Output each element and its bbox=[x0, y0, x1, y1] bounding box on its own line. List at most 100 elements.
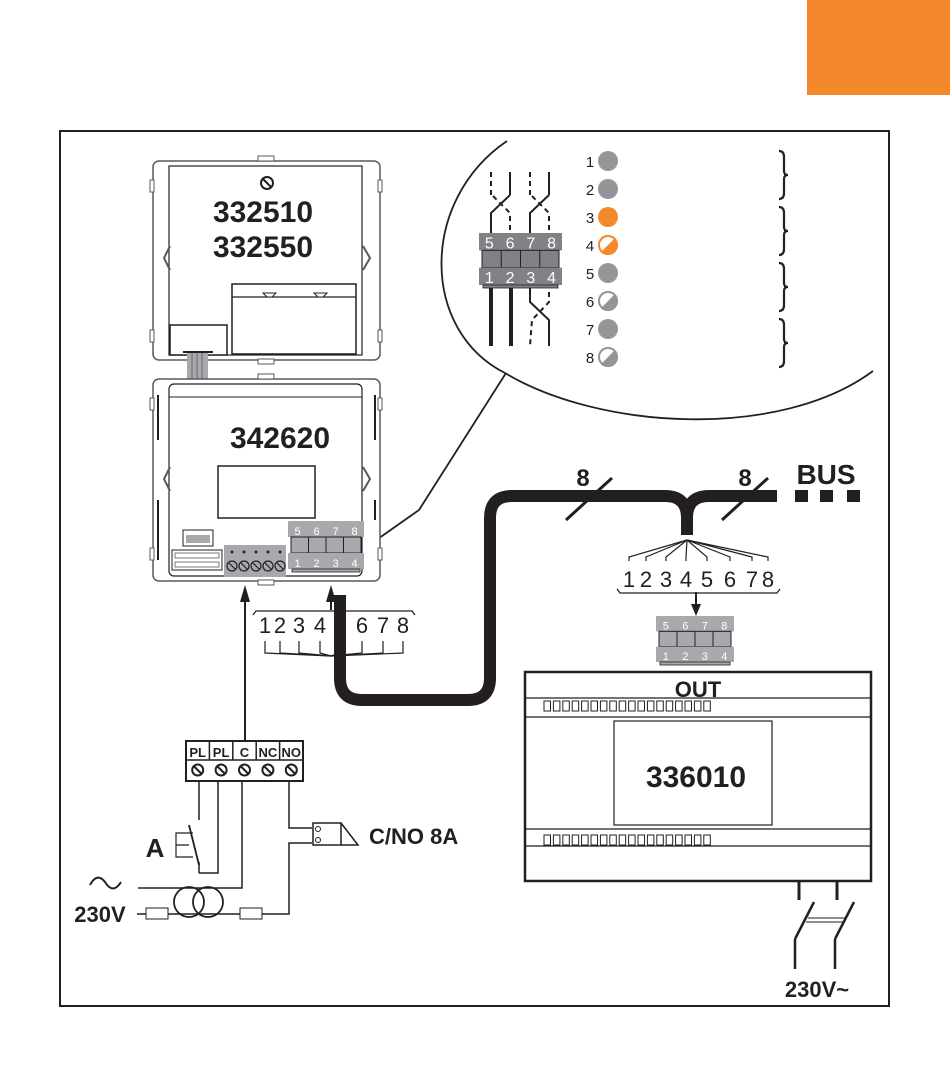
arrow-up-icon bbox=[326, 585, 336, 602]
detail-connector-block: 51627384 bbox=[479, 233, 562, 288]
vent-slot bbox=[610, 835, 617, 845]
vent-slot bbox=[619, 835, 626, 845]
vent-slot bbox=[638, 701, 645, 711]
out-label: OUT bbox=[675, 677, 722, 702]
vent-slot bbox=[647, 835, 654, 845]
vent-slot bbox=[600, 701, 607, 711]
fanout-number-6: 6 bbox=[356, 613, 368, 638]
bus-cable: 8 8 BUS bbox=[340, 459, 860, 700]
fanout-number-3: 3 bbox=[660, 567, 672, 592]
fanout-number-4: 4 bbox=[680, 567, 692, 592]
wire-color-swatch-grey-striped bbox=[598, 347, 618, 367]
fanout-number-8: 8 bbox=[762, 567, 774, 592]
connector-pin-1: 1 bbox=[485, 270, 494, 287]
module-code-336010: 336010 bbox=[646, 761, 746, 794]
fanout-number-2: 2 bbox=[640, 567, 652, 592]
connector-pin-1: 1 bbox=[294, 558, 300, 570]
vent-slot bbox=[572, 835, 579, 845]
terminal-label-pl: PL bbox=[213, 745, 230, 760]
vent-slot bbox=[647, 701, 654, 711]
external-wiring: A C/NO 8A 230V bbox=[74, 781, 458, 927]
fanout-wire bbox=[686, 540, 687, 561]
connector-pin-2: 2 bbox=[682, 651, 688, 663]
vent-slot bbox=[694, 701, 701, 711]
terminal-label-c: C bbox=[240, 745, 250, 760]
terminal-label-nc: NC bbox=[259, 745, 278, 760]
vent-slot bbox=[704, 701, 711, 711]
fanout-number-1: 1 bbox=[259, 613, 271, 638]
connector-pin-8: 8 bbox=[547, 235, 556, 252]
vent-slot bbox=[685, 701, 692, 711]
vent-slot bbox=[676, 835, 683, 845]
fanout-number-7: 7 bbox=[746, 567, 758, 592]
connector-pin-8: 8 bbox=[721, 620, 727, 632]
legend-number: 4 bbox=[586, 238, 594, 255]
fanout-number-5: 5 bbox=[701, 567, 713, 592]
bus-continuation-dash bbox=[847, 490, 860, 502]
terminal-dot bbox=[279, 551, 282, 554]
fanout-number-2: 2 bbox=[274, 613, 286, 638]
fanout-wire bbox=[687, 540, 752, 561]
vent-slot bbox=[600, 835, 607, 845]
fanout-number-4: 4 bbox=[314, 613, 326, 638]
connector-pin-6: 6 bbox=[682, 620, 688, 632]
vent-slot bbox=[544, 701, 551, 711]
connector-pin-4: 4 bbox=[351, 558, 357, 570]
relay-label: C/NO 8A bbox=[369, 824, 458, 849]
wire-color-swatch-grey bbox=[598, 151, 618, 171]
connector-pin-3: 3 bbox=[332, 558, 338, 570]
wire-color-swatch-grey-striped bbox=[598, 291, 618, 311]
vent-slot bbox=[638, 835, 645, 845]
vent-slot bbox=[572, 701, 579, 711]
connector-pin-2: 2 bbox=[506, 270, 515, 287]
wire-color-swatch-grey bbox=[598, 319, 618, 339]
transformer-icon bbox=[174, 887, 204, 917]
fanout-wire bbox=[320, 641, 331, 656]
vent-slot bbox=[582, 835, 589, 845]
terminal-dot bbox=[231, 551, 234, 554]
psu-mains-label: 230V~ bbox=[785, 977, 849, 1002]
connector-pin-7: 7 bbox=[702, 620, 708, 632]
fanout-number-7: 7 bbox=[377, 613, 389, 638]
vent-slot bbox=[619, 701, 626, 711]
wire-color-swatch-grey bbox=[598, 263, 618, 283]
fuse-icon bbox=[146, 908, 168, 919]
bus-continuation-dash bbox=[820, 490, 833, 502]
wire-count-left: 8 bbox=[576, 465, 589, 492]
vent-slot bbox=[610, 701, 617, 711]
terminal-dot bbox=[267, 551, 270, 554]
connector-pin-1: 1 bbox=[663, 651, 669, 663]
legend-number: 8 bbox=[586, 350, 594, 367]
connector-base bbox=[660, 662, 730, 665]
vent-slot bbox=[553, 701, 560, 711]
bus-label: BUS bbox=[796, 459, 855, 490]
wire-count-right: 8 bbox=[738, 465, 751, 492]
vent-slot bbox=[582, 701, 589, 711]
connector-pin-3: 3 bbox=[526, 270, 535, 287]
vent-slot bbox=[544, 835, 551, 845]
vent-slot bbox=[563, 835, 570, 845]
vent-slot bbox=[685, 835, 692, 845]
vent-slot bbox=[657, 835, 664, 845]
legend-number: 3 bbox=[586, 210, 594, 227]
connector-pin-4: 4 bbox=[721, 651, 727, 663]
terminal-dot bbox=[255, 551, 258, 554]
fanout-right: 12345678 bbox=[617, 540, 780, 593]
fanout-number-6: 6 bbox=[724, 567, 736, 592]
pair-braces bbox=[779, 151, 788, 367]
fanout-number-8: 8 bbox=[397, 613, 409, 638]
fanout-wire bbox=[299, 641, 331, 656]
legend-number: 6 bbox=[586, 294, 594, 311]
ac-wave-icon bbox=[90, 878, 121, 889]
fanout-number-5: 5 bbox=[334, 613, 346, 638]
pair-brace bbox=[779, 151, 788, 199]
vent-slot bbox=[694, 835, 701, 845]
push-button-icon bbox=[176, 833, 193, 857]
terminal-dot bbox=[243, 551, 246, 554]
fanout-number-3: 3 bbox=[293, 613, 305, 638]
screw-terminal-block bbox=[224, 545, 286, 577]
legend-number: 2 bbox=[586, 182, 594, 199]
legend-number: 7 bbox=[586, 322, 594, 339]
vent-slot bbox=[676, 701, 683, 711]
